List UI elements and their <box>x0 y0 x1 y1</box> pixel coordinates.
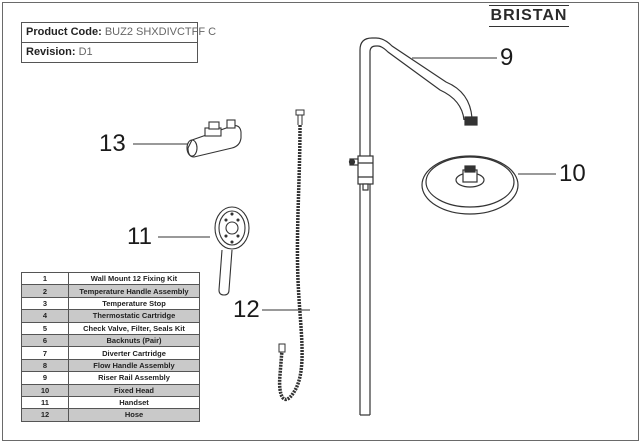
part-description: Thermostatic Cartridge <box>68 309 200 323</box>
callout-9: 9 <box>500 44 514 71</box>
part-description: Check Valve, Filter, Seals Kit <box>68 321 200 335</box>
part-description: Temperature Handle Assembly <box>68 284 200 298</box>
part-number: 2 <box>21 284 69 298</box>
callout-11: 11 <box>127 223 152 250</box>
part-description: Fixed Head <box>68 383 200 397</box>
part-number: 5 <box>21 321 69 335</box>
revision-row: Revision: D1 <box>22 42 197 62</box>
drawing-frame <box>2 2 639 441</box>
product-code-value: BUZ2 SHXDIVCTFF C <box>104 26 217 38</box>
part-number: 6 <box>21 333 69 348</box>
part-number: 3 <box>21 296 69 311</box>
part-number: 7 <box>21 346 69 360</box>
part-number: 10 <box>21 383 69 397</box>
part-description: Temperature Stop <box>68 296 200 311</box>
part-description: Flow Handle Assembly <box>68 358 200 373</box>
part-description: Hose <box>68 408 200 422</box>
hose <box>277 109 305 401</box>
part-number: 4 <box>21 309 69 323</box>
part-description: Backnuts (Pair) <box>68 333 200 348</box>
revision-value: D1 <box>78 46 93 58</box>
part-description: Wall Mount 12 Fixing Kit <box>68 271 200 286</box>
revision-label: Revision: <box>26 46 76 58</box>
leader-lines <box>133 57 556 311</box>
part-number: 11 <box>21 395 69 410</box>
riser-rail <box>348 37 478 416</box>
part-number: 9 <box>21 371 69 385</box>
brand-name: BRISTAN <box>490 7 568 24</box>
product-code-row: Product Code: BUZ2 SHXDIVCTFF C <box>22 23 216 42</box>
callout-13: 13 <box>99 130 126 157</box>
fixed-head <box>421 155 519 215</box>
handset <box>214 206 250 296</box>
callout-10: 10 <box>559 160 586 187</box>
product-code-label: Product Code: <box>26 26 102 38</box>
info-block: Product Code: BUZ2 SHXDIVCTFF C Revision… <box>21 22 216 63</box>
part-number: 12 <box>21 408 69 422</box>
part-number: 1 <box>21 271 69 286</box>
callout-12: 12 <box>233 296 260 323</box>
brand-logo: BRISTAN <box>489 5 569 27</box>
part-description: Diverter Cartridge <box>68 346 200 360</box>
part-description: Handset <box>68 395 200 410</box>
slider-clip <box>186 119 242 158</box>
part-number: 8 <box>21 358 69 373</box>
part-description: Riser Rail Assembly <box>68 371 200 385</box>
